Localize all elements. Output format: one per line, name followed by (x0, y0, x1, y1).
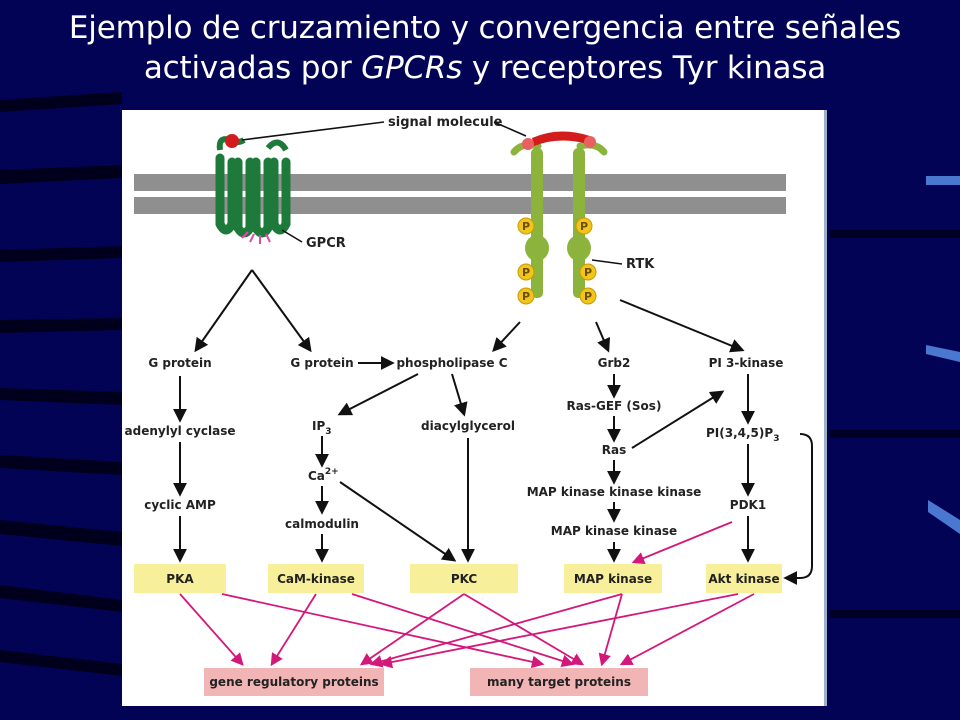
slide-title-line-2-prefix: activadas por (143, 50, 362, 86)
node-ras: Ras (602, 443, 626, 457)
signaling-diagram: P P P P P P signal molecule GPCR RTK G p… (125, 115, 813, 696)
node-phospholipase-c: phospholipase C (396, 356, 507, 370)
phosphate-label: P (522, 220, 530, 233)
ip3-base: IP (312, 419, 325, 433)
box-pka (134, 564, 226, 593)
node-ras-gef: Ras-GEF (Sos) (567, 399, 662, 413)
slide-title-line-2-suffix: y receptores Tyr kinasa (462, 50, 827, 86)
kinase-cam-label: CaM-kinase (277, 572, 355, 586)
node-calmodulin: calmodulin (285, 517, 359, 531)
rtk-label: RTK (626, 257, 655, 272)
node-pdk1: PDK1 (730, 498, 766, 512)
phosphate-label: P (584, 266, 592, 279)
signaling-diagram-panel: P P P P P P signal molecule GPCR RTK G p… (122, 110, 827, 706)
rtk-ligand-left (522, 138, 534, 150)
slide-title-line-1: Ejemplo de cruzamiento y convergencia en… (68, 10, 902, 46)
phosphate-group (517, 217, 597, 305)
regulation-arrows (179, 521, 755, 669)
box-gene-regulatory (204, 668, 384, 696)
node-g-protein-2: G protein (290, 356, 353, 370)
kinase-akt-label: Akt kinase (708, 572, 779, 586)
node-mapkkk: MAP kinase kinase kinase (527, 485, 702, 499)
gpcr-receptor (215, 136, 291, 244)
box-map-kinase (564, 564, 662, 593)
node-adenylyl-cyclase: adenylyl cyclase (125, 424, 236, 438)
gpcr-signal-molecule (225, 134, 239, 148)
ip3-subscript: 3 (325, 427, 331, 437)
pathway-arrows (173, 269, 813, 585)
box-many-target (470, 668, 648, 696)
phosphate-label: P (580, 220, 588, 233)
node-g-protein-1: G protein (148, 356, 211, 370)
node-pi3-kinase: PI 3-kinase (709, 356, 784, 370)
slide-title-gpcrs: GPCRs (361, 50, 463, 86)
rtk-ligand-right (584, 136, 596, 148)
pip3-base: PI(3,4,5)P (706, 426, 773, 440)
target-gene-regulatory-label: gene regulatory proteins (209, 675, 378, 689)
kinase-pka-label: PKA (166, 572, 194, 586)
slide-title-line-2: activadas por GPCRs y receptores Tyr kin… (20, 48, 950, 88)
signal-molecule-leader-rtk (493, 121, 527, 137)
node-mapkk: MAP kinase kinase (551, 524, 677, 538)
gpcr-leader (281, 229, 303, 243)
phosphate-label: P (522, 266, 530, 279)
kinase-map-label: MAP kinase (574, 572, 652, 586)
slide-title: Ejemplo de cruzamiento y convergencia en… (20, 8, 950, 88)
phosphate-label: P (522, 290, 530, 303)
node-ca2: Ca2+ (308, 467, 339, 483)
node-diacylglycerol: diacylglycerol (421, 419, 515, 433)
box-pkc (410, 564, 518, 593)
node-cyclic-amp: cyclic AMP (144, 498, 216, 512)
rtk-signal-molecule (532, 131, 590, 146)
node-ip3: IP3 (312, 419, 332, 437)
box-cam-kinase (268, 564, 364, 593)
ca-base: Ca (308, 469, 325, 483)
kinase-pkc-label: PKC (451, 572, 478, 586)
box-akt-kinase (706, 564, 782, 593)
gpcr-label: GPCR (306, 236, 346, 251)
rtk-leader (591, 259, 623, 265)
target-many-label: many target proteins (487, 675, 631, 689)
phosphate-label: P (584, 290, 592, 303)
signal-molecule-leader-gpcr (241, 121, 385, 141)
node-pip3: PI(3,4,5)P3 (706, 426, 779, 444)
pip3-subscript: 3 (773, 434, 779, 444)
node-grb2: Grb2 (598, 356, 631, 370)
signal-molecule-label: signal molecule (388, 115, 503, 130)
membrane-inner-layer (134, 197, 786, 214)
ca-superscript: 2+ (325, 467, 339, 477)
membrane-outer-layer (134, 174, 786, 191)
